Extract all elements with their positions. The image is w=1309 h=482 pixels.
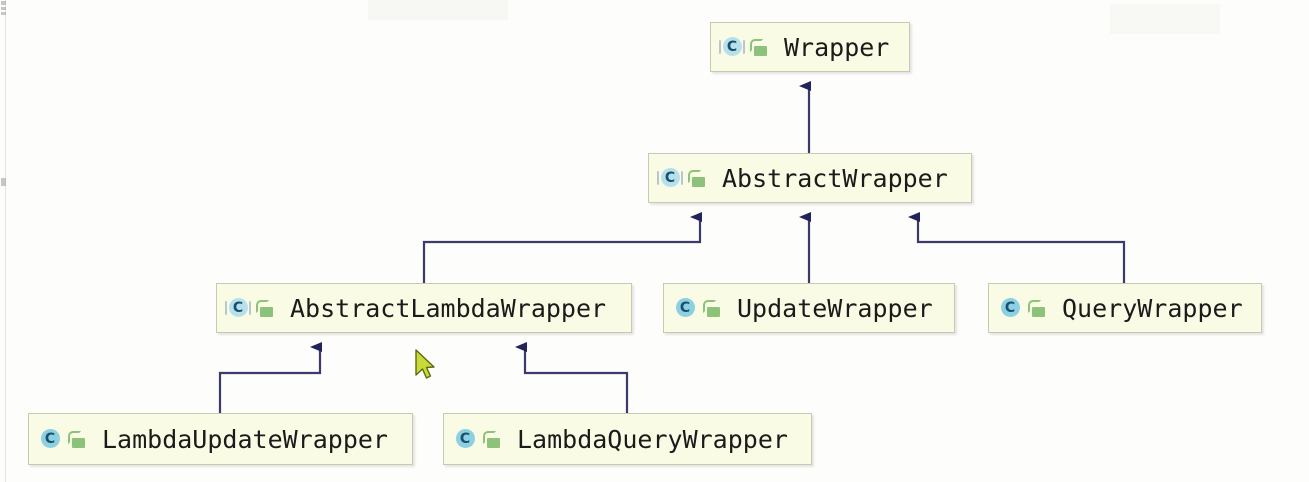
background-panel-artifact xyxy=(368,0,508,20)
unlocked-padlock-icon xyxy=(483,429,501,449)
node-icons: C xyxy=(657,167,706,189)
gutter-mark xyxy=(1,178,6,186)
gutter-mark xyxy=(1,1,6,5)
gutter-mark xyxy=(1,7,6,10)
class-node-querywrapper[interactable]: C QueryWrapper xyxy=(988,283,1262,333)
class-node-wrapper[interactable]: C Wrapper xyxy=(710,22,910,72)
gutter-mark xyxy=(1,12,6,15)
unlocked-padlock-icon xyxy=(68,429,86,449)
class-node-abstractlambdawrapper[interactable]: C AbstractLambdaWrapper xyxy=(216,283,632,333)
edge-querywrapper-to-abstractwrapper xyxy=(908,212,1126,283)
edge-lambdaquerywrapper-to-abstractlambdawrapper xyxy=(515,342,629,413)
class-node-abstractwrapper[interactable]: C AbstractWrapper xyxy=(648,153,972,203)
class-node-updatewrapper[interactable]: C UpdateWrapper xyxy=(663,283,955,333)
edge-lambdaupdatewrapper-to-abstractlambdawrapper xyxy=(218,342,322,413)
class-icon: C xyxy=(719,36,745,58)
class-name-label: AbstractLambdaWrapper xyxy=(290,293,607,323)
unlocked-padlock-icon xyxy=(256,298,274,318)
class-icon: C xyxy=(674,297,696,319)
class-node-lambdaquerywrapper[interactable]: C LambdaQueryWrapper xyxy=(443,413,812,465)
class-name-label: Wrapper xyxy=(784,32,890,62)
editor-gutter-line xyxy=(5,0,6,482)
background-panel-artifact xyxy=(1110,4,1220,34)
class-icon: C xyxy=(225,297,251,319)
node-icons: C xyxy=(454,428,501,450)
unlocked-padlock-icon xyxy=(703,298,721,318)
class-name-label: LambdaUpdateWrapper xyxy=(102,424,388,454)
node-icons: C xyxy=(39,428,86,450)
unlocked-padlock-icon xyxy=(1028,298,1046,318)
class-icon: C xyxy=(39,428,61,450)
class-icon: C xyxy=(454,428,476,450)
class-name-label: UpdateWrapper xyxy=(737,293,933,323)
node-icons: C xyxy=(999,297,1046,319)
class-name-label: LambdaQueryWrapper xyxy=(517,424,788,454)
node-icons: C xyxy=(719,36,768,58)
class-icon: C xyxy=(999,297,1021,319)
node-icons: C xyxy=(674,297,721,319)
class-icon: C xyxy=(657,167,683,189)
class-name-label: QueryWrapper xyxy=(1062,293,1243,323)
class-name-label: AbstractWrapper xyxy=(722,163,948,193)
unlocked-padlock-icon xyxy=(750,37,768,57)
unlocked-padlock-icon xyxy=(688,168,706,188)
edge-abstractlambdawrapper-to-abstractwrapper xyxy=(422,212,702,283)
class-node-lambdaupdatewrapper[interactable]: C LambdaUpdateWrapper xyxy=(28,413,413,465)
node-icons: C xyxy=(225,297,274,319)
